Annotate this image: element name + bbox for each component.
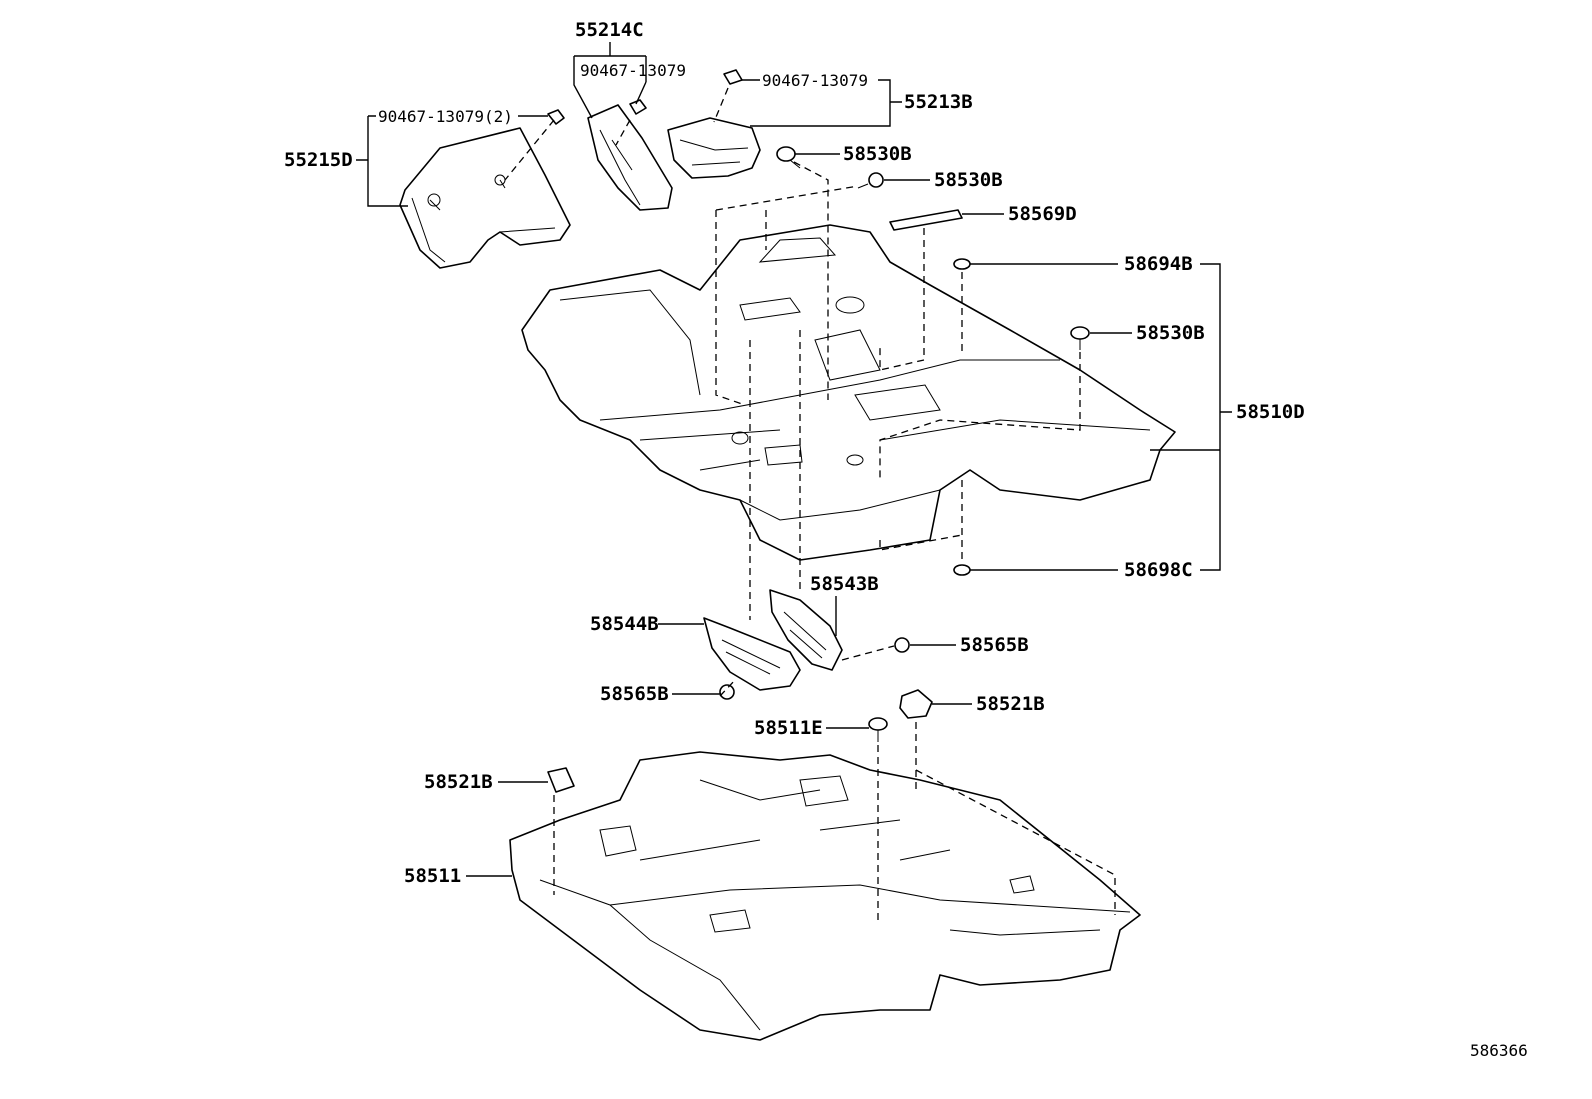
bracket-58544B bbox=[703, 617, 801, 691]
label-90467-top: 90467-13079 bbox=[580, 61, 686, 80]
figure-id: 586366 bbox=[1470, 1041, 1528, 1060]
label-58569D: 58569D bbox=[1008, 203, 1077, 225]
clip-58521B-1 bbox=[547, 767, 575, 793]
labels: 55214C 90467-13079 90467-13079 55213B 90… bbox=[284, 19, 1528, 1060]
panel-55213B bbox=[667, 117, 761, 179]
label-90467-right: 90467-13079 bbox=[762, 71, 868, 90]
label-58565B-1: 58565B bbox=[960, 634, 1029, 656]
label-55215D: 55215D bbox=[284, 149, 353, 171]
panel-55215D bbox=[399, 127, 571, 269]
label-58543B: 58543B bbox=[810, 573, 879, 595]
clip-58565B-2 bbox=[719, 684, 735, 700]
clip-90467-top bbox=[629, 99, 647, 115]
bracket-58543B bbox=[769, 589, 843, 671]
label-58565B-2: 58565B bbox=[600, 683, 669, 705]
label-58521B-2: 58521B bbox=[424, 771, 493, 793]
dashed-lines bbox=[504, 87, 1116, 920]
screw-58530B-1 bbox=[776, 146, 801, 169]
clip-90467-left bbox=[547, 109, 565, 125]
label-58694B: 58694B bbox=[1124, 253, 1193, 275]
label-58698C: 58698C bbox=[1124, 559, 1193, 581]
screw-58530B-3 bbox=[1070, 326, 1090, 350]
label-58530B-3: 58530B bbox=[1136, 322, 1205, 344]
label-58521B-1: 58521B bbox=[976, 693, 1045, 715]
carpet-58511 bbox=[509, 751, 1141, 1041]
label-55214C: 55214C bbox=[575, 19, 644, 41]
strip-58569D bbox=[889, 209, 963, 231]
panel-55214C bbox=[587, 104, 673, 211]
pin-58511E bbox=[868, 717, 888, 742]
clip-90467-right bbox=[723, 69, 743, 85]
carpet-58510D bbox=[521, 224, 1176, 561]
clip-58565B-1 bbox=[894, 637, 910, 653]
label-90467-left: 90467-13079(2) bbox=[378, 107, 513, 126]
label-58544B: 58544B bbox=[590, 613, 659, 635]
label-55213B: 55213B bbox=[904, 91, 973, 113]
screw-58530B-2 bbox=[857, 172, 884, 189]
clip-58521B-2 bbox=[899, 689, 933, 719]
label-58530B-1: 58530B bbox=[843, 143, 912, 165]
label-58511: 58511 bbox=[404, 865, 461, 887]
leader-lines bbox=[356, 42, 1232, 877]
label-58510D: 58510D bbox=[1236, 401, 1305, 423]
label-58530B-2: 58530B bbox=[934, 169, 1003, 191]
grommet-58698C bbox=[953, 564, 971, 576]
label-58511E: 58511E bbox=[754, 717, 823, 739]
grommet-58694B bbox=[953, 258, 971, 270]
